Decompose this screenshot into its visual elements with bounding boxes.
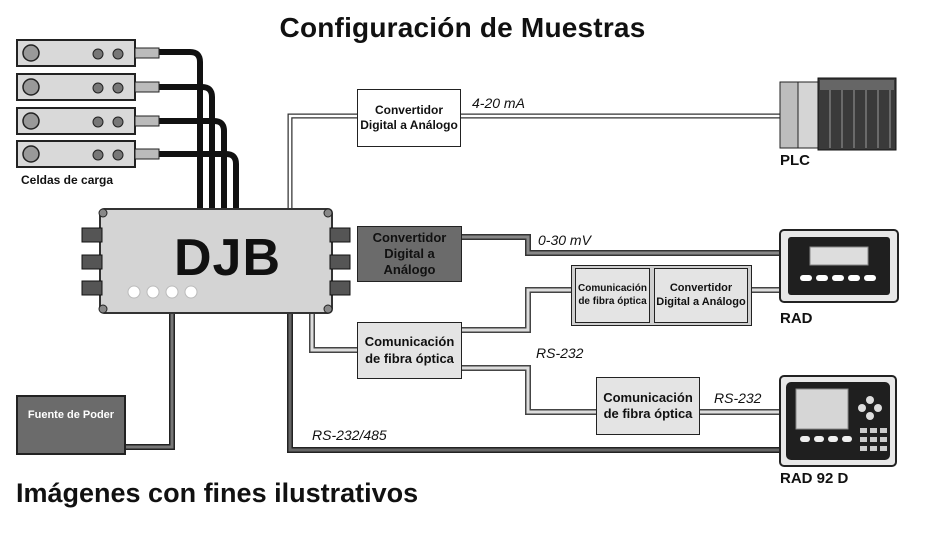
dac-box-mid: Convertidor Digital a Análogo bbox=[357, 226, 462, 282]
dac-top-line1: Convertidor bbox=[374, 103, 443, 117]
power-supply: Fuente de Poder bbox=[16, 395, 126, 455]
signal-mv: 0-30 mV bbox=[538, 232, 591, 248]
fiber-box-bottom: Comunicación de fibra óptica bbox=[596, 377, 700, 435]
djb-box bbox=[81, 208, 351, 314]
fiber-bottom-line1: Comunicación bbox=[603, 389, 693, 405]
dac-right-line2: Digital a Análogo bbox=[656, 295, 746, 308]
wire-rs485 bbox=[287, 312, 780, 453]
fiber-right-line2: de fibra óptica bbox=[578, 295, 647, 307]
load-cell bbox=[16, 107, 160, 135]
load-cells bbox=[16, 39, 160, 168]
page-title: Configuración de Muestras bbox=[279, 12, 646, 43]
wire-to-plc bbox=[287, 113, 780, 210]
signal-rs232-a: RS-232 bbox=[536, 345, 584, 361]
fiber-bottom-line2: de fibra óptica bbox=[603, 406, 693, 421]
wire-djb-fiber bbox=[309, 287, 780, 415]
dac-mid-line2: Digital a Análogo bbox=[383, 245, 436, 278]
fiber-mid-line1: Comunicación bbox=[364, 334, 455, 350]
dac-right-line1: Convertidor bbox=[669, 281, 733, 294]
fiber-box-right-small: Comunicación de fibra óptica bbox=[575, 268, 650, 323]
plc-label: PLC bbox=[780, 152, 810, 169]
load-cell bbox=[16, 140, 160, 168]
wire-to-rad-mv bbox=[462, 234, 780, 256]
signal-rs232-b: RS-232 bbox=[714, 390, 762, 406]
signal-ma: 4-20 mA bbox=[472, 95, 525, 111]
fiber-right-line1: Comunicación bbox=[578, 283, 647, 294]
footer-note: Imágenes con fines ilustrativos bbox=[16, 478, 419, 508]
load-cell bbox=[16, 73, 160, 101]
power-supply-label: Fuente de Poder bbox=[27, 409, 115, 421]
rad92-device bbox=[779, 375, 897, 467]
dac-box-top: Convertidor Digital a Análogo bbox=[357, 89, 461, 147]
rad-label: RAD bbox=[780, 310, 813, 327]
djb-label: DJB bbox=[174, 229, 282, 287]
plc-device bbox=[779, 77, 897, 151]
fiber-box-mid: Comunicación de fibra óptica bbox=[357, 322, 462, 379]
load-cells-label: Celdas de carga bbox=[21, 173, 114, 187]
signal-rs485: RS-232/485 bbox=[312, 427, 387, 443]
rad92-label: RAD 92 D bbox=[780, 470, 849, 487]
dac-box-right-small: Convertidor Digital a Análogo bbox=[654, 268, 748, 323]
load-cell bbox=[16, 39, 160, 67]
dac-mid-line1: Convertidor bbox=[372, 229, 447, 245]
fiber-mid-line2: de fibra óptica bbox=[365, 350, 454, 366]
wire-power bbox=[125, 312, 175, 450]
load-cell-cables bbox=[158, 49, 239, 210]
rad-device bbox=[779, 229, 899, 303]
dac-top-line2: Digital a Análogo bbox=[360, 118, 458, 132]
